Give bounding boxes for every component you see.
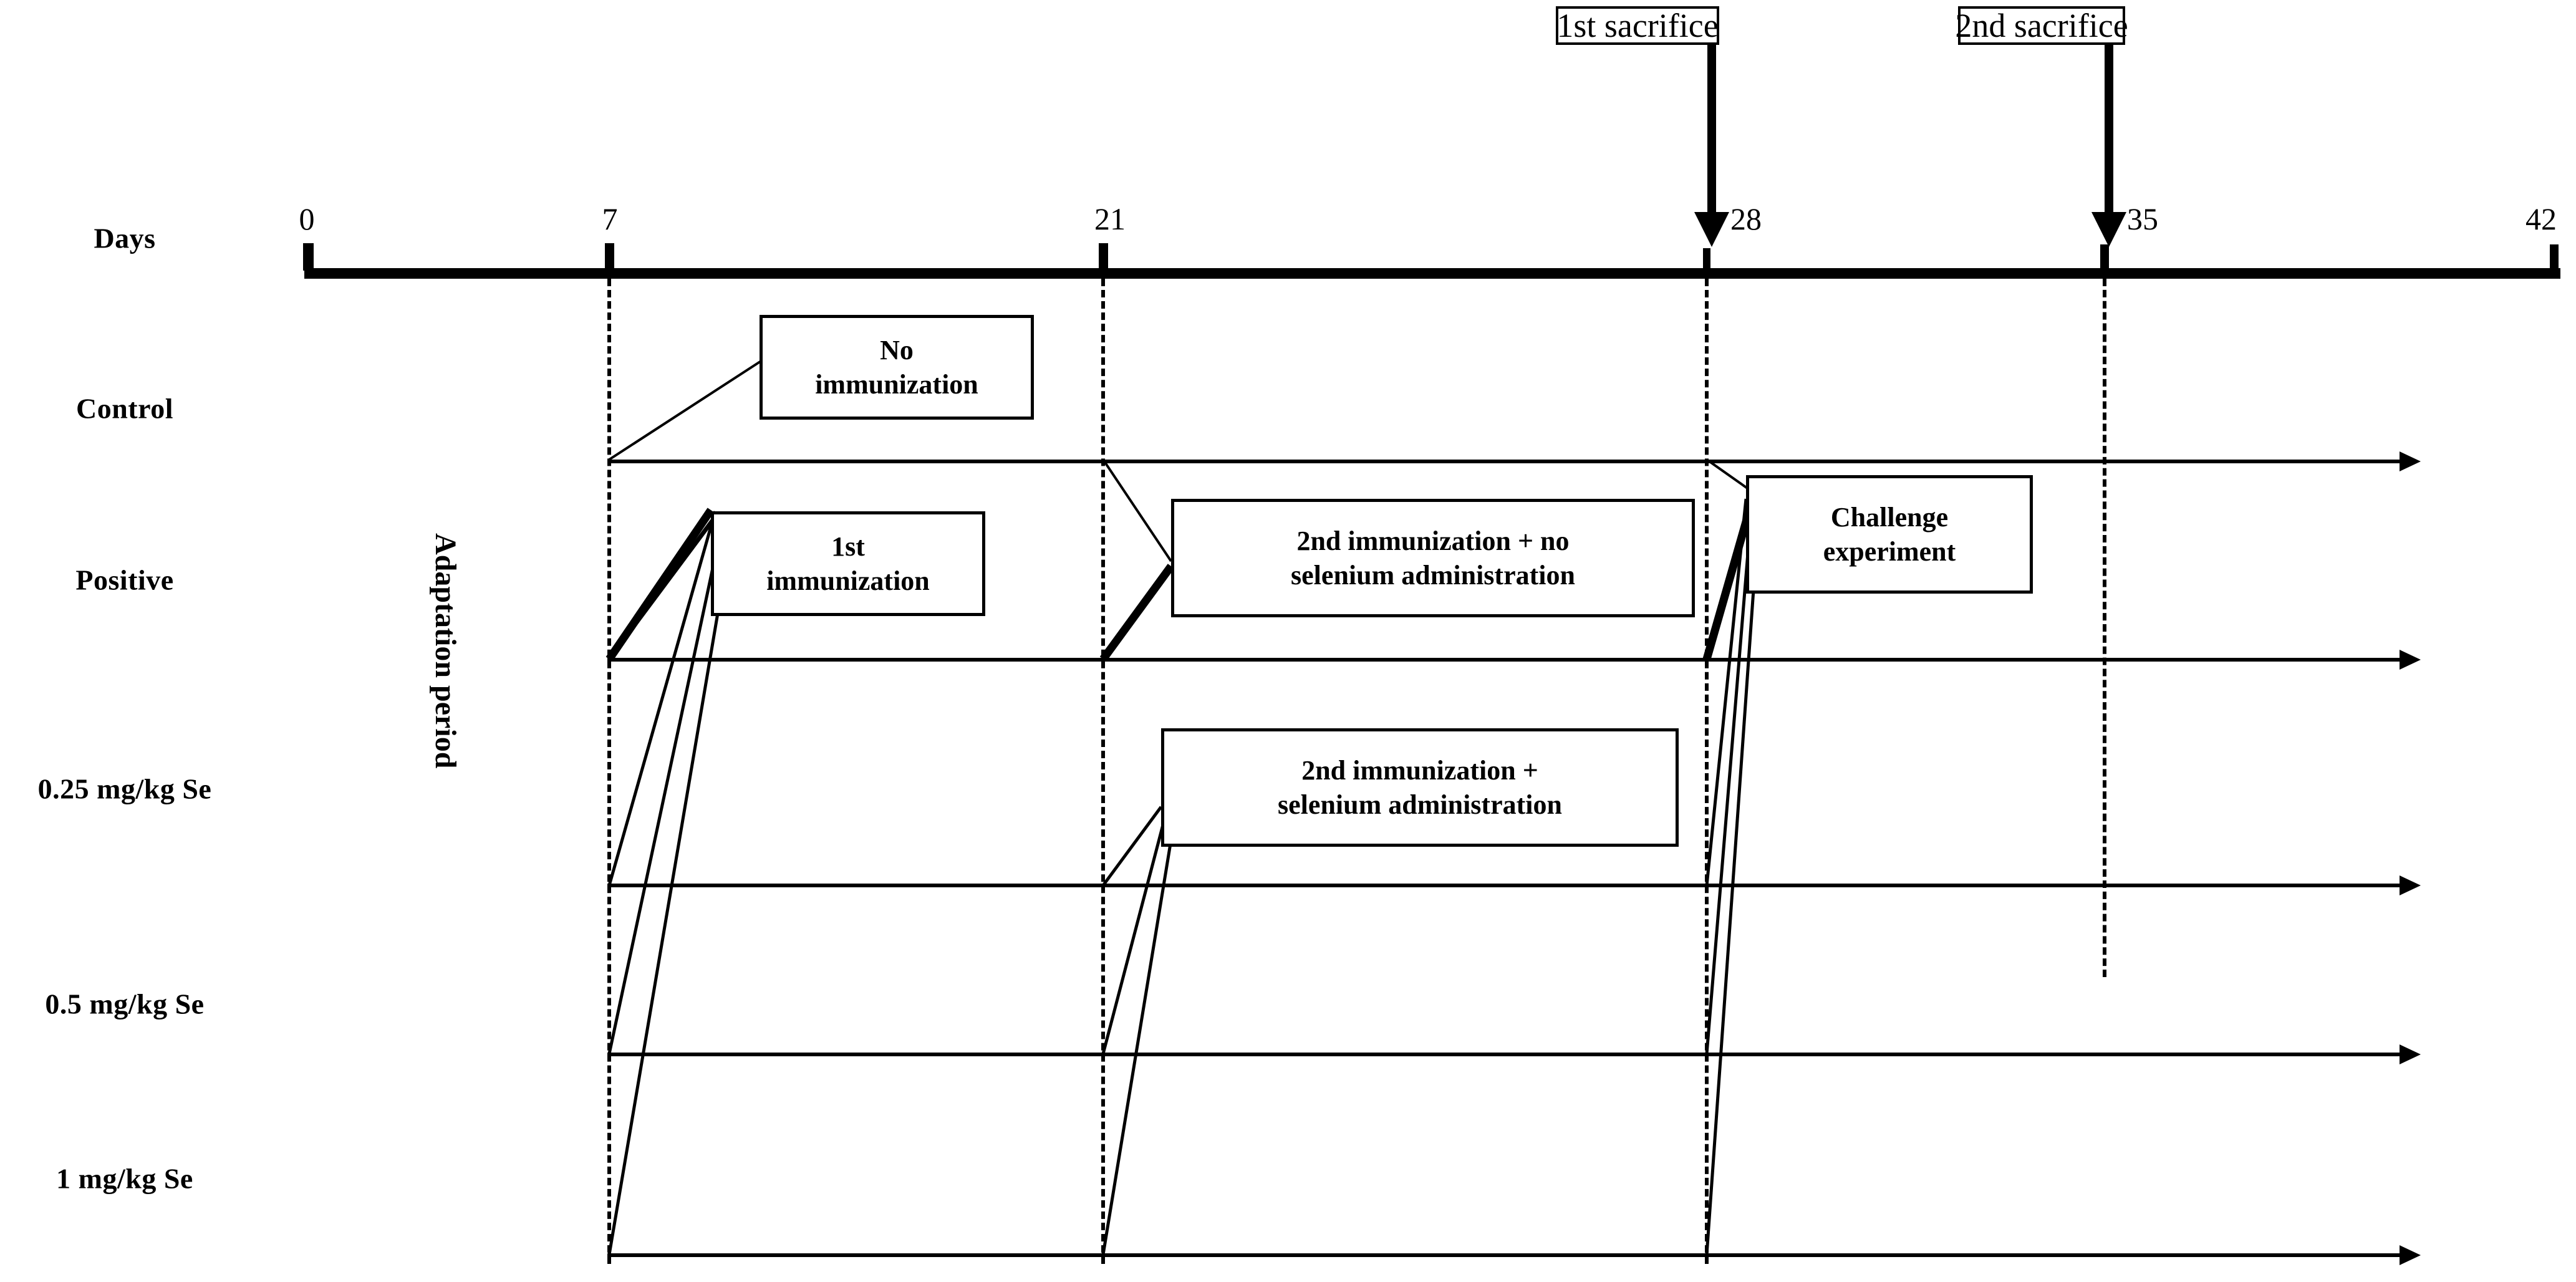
guide-day-21 — [1101, 279, 1105, 1264]
event-box-second-immunization-no-selenium: 2nd immunization + no selenium administr… — [1171, 499, 1695, 617]
event-line-1: 2nd immunization + no — [1296, 526, 1570, 556]
group-label-se-0-25: 0.25 mg/kg Se — [37, 773, 212, 805]
group-label-se-1: 1 mg/kg Se — [56, 1162, 193, 1195]
sacrifice-label-1st: 1st sacrifice — [1556, 7, 1719, 44]
event-box-no-immunization: No immunization — [760, 315, 1034, 420]
day-tick-label-28: 28 — [1730, 201, 1762, 236]
adaptation-period-label: Adaptation period — [429, 533, 462, 769]
axis-tick-42 — [2550, 244, 2559, 271]
group-label-control: Control — [76, 392, 173, 425]
guide-day-7 — [607, 279, 611, 1264]
event-line-2: selenium administration — [1278, 789, 1562, 820]
group-line-positive — [607, 658, 2403, 662]
axis-tick-35 — [2100, 244, 2109, 271]
day-tick-label-7: 7 — [602, 201, 618, 236]
group-line-control — [607, 460, 2403, 463]
day-tick-label-35: 35 — [2127, 201, 2158, 236]
sacrifice-stem-2nd — [2105, 45, 2113, 223]
event-line-2: immunization — [815, 369, 978, 400]
event-line-1: Challenge — [1830, 502, 1949, 533]
sacrifice-arrow-1st-icon — [1694, 212, 1729, 247]
guide-day-35 — [2103, 279, 2106, 977]
group-arrow-positive-icon — [2400, 650, 2421, 670]
sacrifice-box-1st: 1st sacrifice — [1556, 6, 1719, 45]
group-arrow-control-icon — [2400, 451, 2421, 471]
event-line-1: 2nd immunization + — [1301, 755, 1538, 786]
group-arrow-se-1-icon — [2400, 1245, 2421, 1265]
group-line-se-0-25 — [607, 884, 2403, 887]
group-line-se-0-5 — [607, 1053, 2403, 1056]
day-tick-label-42: 42 — [2525, 201, 2557, 236]
sacrifice-label-2nd: 2nd sacrifice — [1955, 7, 2128, 44]
group-arrow-se-0-5-icon — [2400, 1044, 2421, 1064]
event-line-2: immunization — [766, 566, 930, 596]
sacrifice-box-2nd: 2nd sacrifice — [1955, 6, 2128, 45]
group-label-se-0-5: 0.5 mg/kg Se — [45, 988, 205, 1020]
event-line-1: No — [880, 335, 914, 365]
axis-tick-7 — [605, 243, 614, 271]
sacrifice-arrow-2nd-icon — [2091, 212, 2126, 247]
event-line-2: selenium administration — [1291, 560, 1575, 590]
axis-tick-0 — [303, 243, 314, 271]
sacrifice-stem-1st — [1707, 45, 1716, 223]
guide-day-28 — [1705, 279, 1709, 1264]
day-tick-label-0: 0 — [299, 201, 315, 236]
event-line-2: experiment — [1823, 536, 1956, 567]
axis-tick-28 — [1703, 248, 1710, 271]
axis-label-days: Days — [94, 222, 156, 254]
day-tick-label-21: 21 — [1094, 201, 1126, 236]
timeline-axis — [304, 268, 2560, 279]
axis-tick-21 — [1099, 243, 1108, 271]
group-line-se-1 — [607, 1253, 2403, 1257]
event-box-second-immunization-with-selenium: 2nd immunization + selenium administrati… — [1161, 728, 1679, 847]
event-box-challenge-experiment: Challenge experiment — [1746, 475, 2033, 594]
group-label-positive: Positive — [75, 564, 174, 596]
event-line-1: 1st — [831, 531, 865, 562]
event-box-first-immunization: 1st immunization — [711, 511, 985, 616]
group-arrow-se-0-25-icon — [2400, 875, 2421, 895]
